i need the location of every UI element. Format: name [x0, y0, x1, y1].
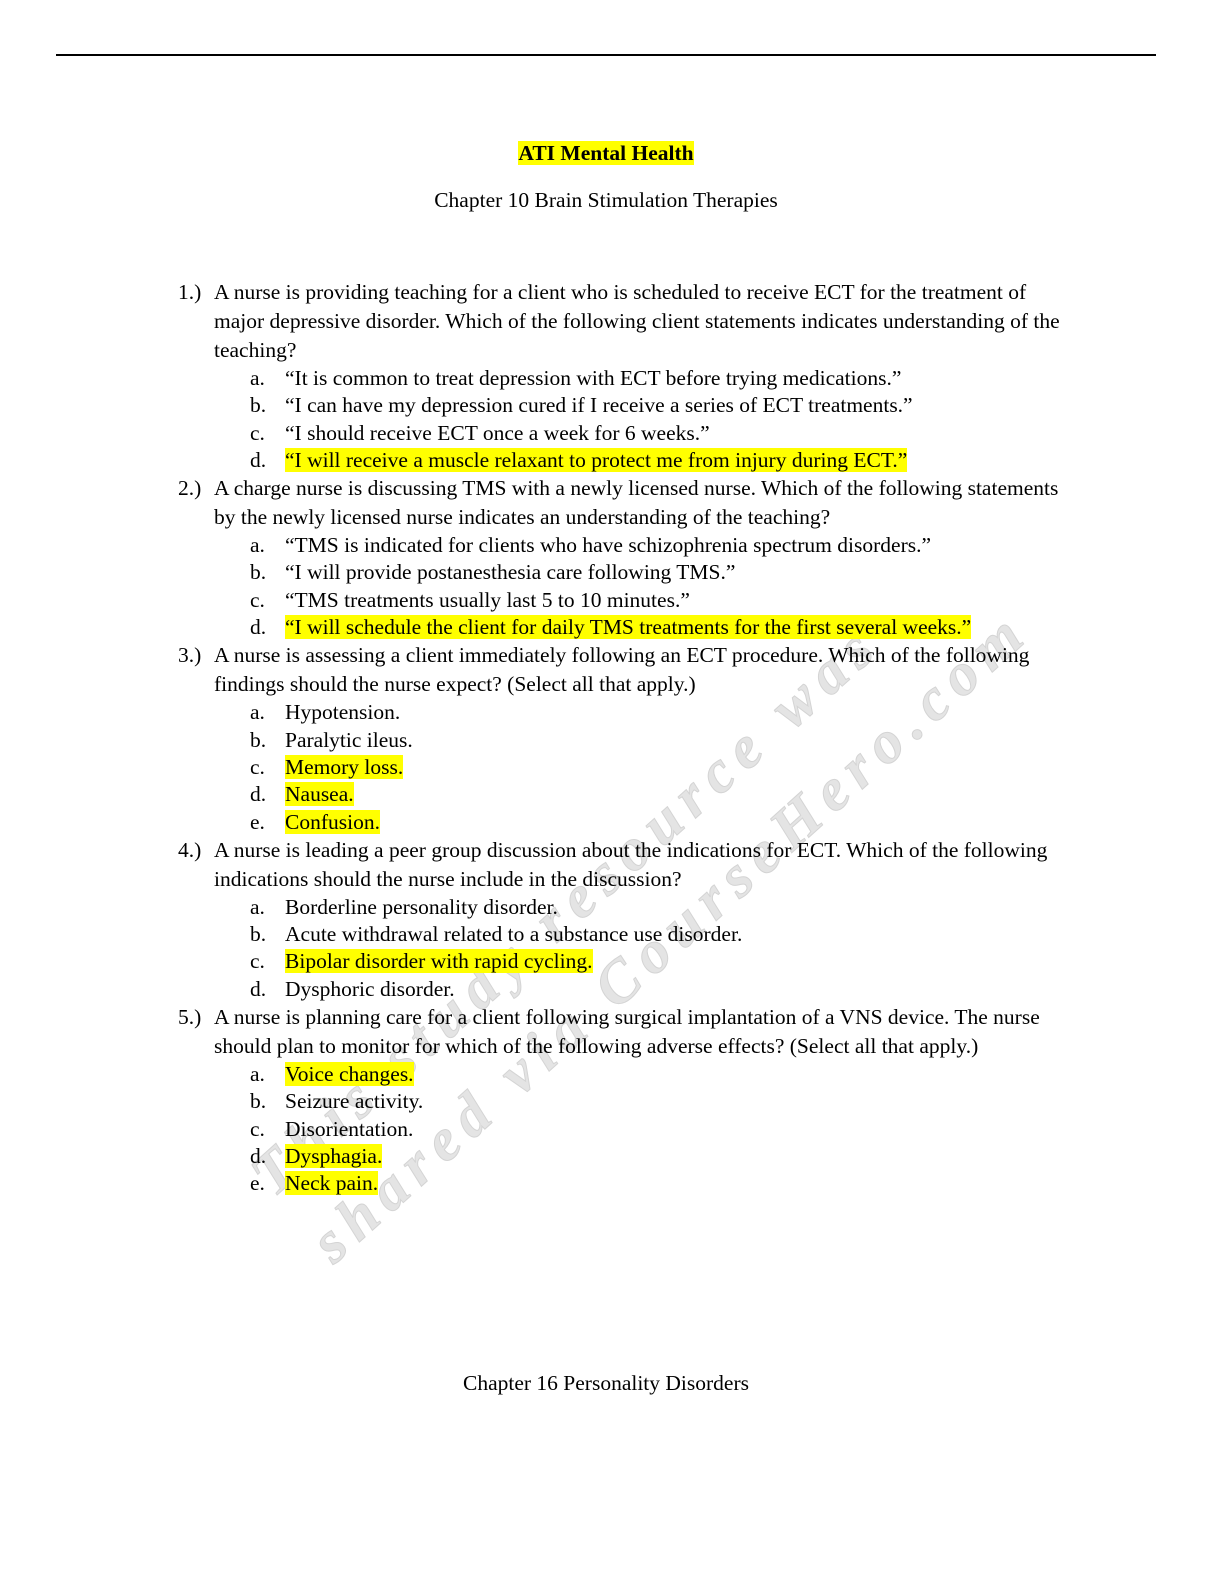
answer-option: c. Memory loss. [214, 754, 1074, 781]
header-rule [56, 54, 1156, 56]
question-number: 1.) [178, 280, 202, 304]
option-text: “TMS is indicated for clients who have s… [285, 533, 932, 558]
option-letter: d. [250, 976, 267, 1001]
option-text: “It is common to treat depression with E… [285, 366, 902, 390]
option-text: Dysphoric disorder. [285, 976, 455, 1001]
option-text: Disorientation. [285, 1116, 414, 1141]
option-letter: a. [250, 366, 265, 390]
option-letter: c. [250, 949, 265, 974]
option-letter: c. [250, 754, 265, 779]
option-list: a. “TMS is indicated for clients who have… [214, 532, 1074, 641]
option-letter: c. [250, 587, 265, 612]
answer-option: d. Nausea. [214, 781, 1074, 808]
option-text: “I will provide postanesthesia care foll… [285, 560, 736, 585]
answer-option: b. “I will provide postanesthesia care fo… [214, 559, 1074, 586]
question-text: A nurse is providing teaching for a clie… [214, 280, 1060, 362]
correct-option-text: “I will schedule the client for daily TM… [285, 615, 972, 640]
option-letter: a. [250, 533, 265, 558]
answer-option: a. Hypotension. [214, 699, 1074, 726]
answer-option: d. Dysphagia. [214, 1143, 1074, 1170]
correct-option-text: “I will receive a muscle relaxant to pro… [285, 447, 908, 472]
option-letter: e. [250, 809, 265, 834]
option-letter: e. [250, 1171, 265, 1196]
answer-option: c. Bipolar disorder with rapid cycling. [214, 948, 1074, 975]
correct-option-text: Neck pain. [285, 1171, 379, 1196]
correct-option-text: Memory loss. [285, 754, 404, 779]
next-chapter-heading: Chapter 16 Personality Disorders [462, 1371, 750, 1395]
question-text: A nurse is assessing a client immediatel… [214, 643, 1030, 697]
question-text: A nurse is planning care for a client fo… [214, 1005, 1040, 1059]
answer-option: b. Seizure activity. [214, 1088, 1074, 1115]
answer-option: a. Borderline personality disorder. [214, 894, 1074, 921]
option-letter: d. [250, 447, 267, 472]
answer-option: d. “I will receive a muscle relaxant to p… [214, 447, 1074, 474]
question: 4.) A nurse is leading a peer group discu… [178, 836, 1074, 894]
question-number: 3.) [178, 643, 202, 668]
option-letter: b. [250, 393, 267, 418]
option-letter: d. [250, 615, 267, 640]
option-list: a. Hypotension. b. Paralytic ileus. c. Memory… [214, 699, 1074, 835]
option-letter: d. [250, 782, 267, 807]
option-letter: a. [250, 700, 265, 725]
question: 2.) A charge nurse is discussing TMS with… [178, 474, 1074, 532]
answer-option: c. “TMS treatments usually last 5 to 10 m… [214, 587, 1074, 614]
question-text: A charge nurse is discussing TMS with a … [214, 476, 1059, 530]
option-text: Acute withdrawal related to a substance … [285, 922, 743, 947]
option-letter: a. [250, 894, 265, 919]
option-text: Borderline personality disorder. [285, 894, 558, 919]
answer-option: d. “I will schedule the client for daily … [214, 614, 1074, 641]
document-title: ATI Mental Health [518, 141, 694, 165]
correct-option-text: Bipolar disorder with rapid cycling. [285, 949, 593, 974]
answer-option: a. “It is common to treat depression with… [214, 365, 1074, 392]
answer-option: b. Paralytic ileus. [214, 727, 1074, 754]
question: 3.) A nurse is assessing a client immedia… [178, 641, 1074, 699]
answer-option: e. Neck pain. [214, 1170, 1074, 1197]
answer-option: a. Voice changes. [214, 1061, 1074, 1088]
option-letter: c. [250, 420, 265, 445]
option-list: a. “It is common to treat depression with… [214, 365, 1074, 474]
question-number: 2.) [178, 476, 202, 501]
option-text: Hypotension. [285, 700, 401, 725]
option-text: “I should receive ECT once a week for 6 … [285, 420, 710, 445]
option-letter: b. [250, 922, 267, 947]
answer-option: b. Acute withdrawal related to a substanc… [214, 921, 1074, 948]
option-text: “TMS treatments usually last 5 to 10 min… [285, 587, 690, 612]
correct-option-text: Confusion. [285, 809, 380, 834]
question-text: A nurse is leading a peer group discussi… [214, 837, 1048, 891]
correct-option-text: Voice changes. [285, 1062, 414, 1087]
correct-option-text: Nausea. [285, 782, 354, 807]
option-letter: d. [250, 1143, 267, 1168]
option-letter: b. [250, 560, 267, 585]
answer-option: d. Dysphoric disorder. [214, 976, 1074, 1003]
question-number: 5.) [178, 1005, 202, 1030]
option-text: Seizure activity. [285, 1089, 424, 1114]
option-list: a. Voice changes. b. Seizure activity. c. Dis… [214, 1061, 1074, 1197]
answer-option: c. Disorientation. [214, 1116, 1074, 1143]
answer-option: a. “TMS is indicated for clients who have… [214, 532, 1074, 559]
option-letter: b. [250, 727, 267, 752]
option-list: a. Borderline personality disorder. b. Acut… [214, 894, 1074, 1003]
chapter-heading: Chapter 10 Brain Stimulation Therapies [434, 188, 778, 212]
option-letter: a. [250, 1062, 265, 1087]
correct-option-text: Dysphagia. [285, 1143, 383, 1168]
question-number: 4.) [178, 837, 202, 862]
question-list: 1.) A nurse is providing teaching for a c… [178, 278, 1074, 1198]
option-text: “I can have my depression cured if I rec… [285, 393, 913, 418]
answer-option: c. “I should receive ECT once a week for … [214, 420, 1074, 447]
option-letter: b. [250, 1089, 267, 1114]
question: 5.) A nurse is planning care for a client… [178, 1003, 1074, 1061]
answer-option: e. Confusion. [214, 809, 1074, 836]
question: 1.) A nurse is providing teaching for a c… [178, 278, 1074, 365]
option-text: Paralytic ileus. [285, 727, 413, 752]
answer-option: b. “I can have my depression cured if I r… [214, 392, 1074, 419]
option-letter: c. [250, 1116, 265, 1141]
